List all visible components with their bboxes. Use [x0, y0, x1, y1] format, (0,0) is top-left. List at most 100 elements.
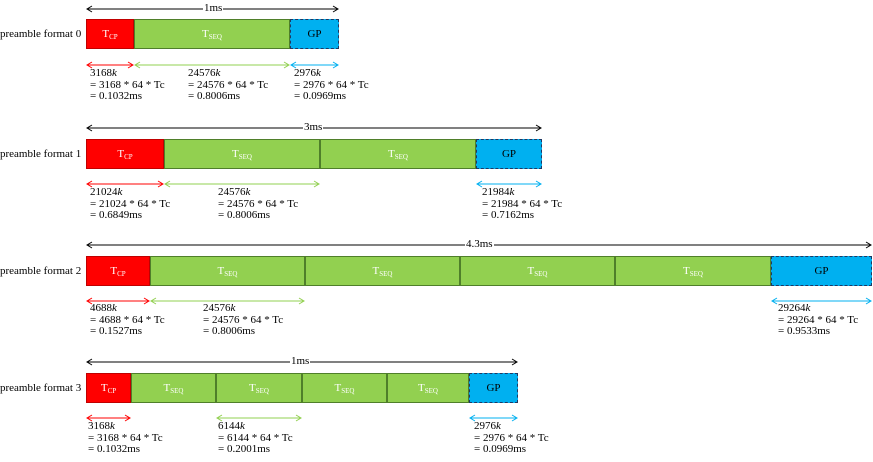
- k-unit: k: [117, 186, 123, 198]
- note-result: = 0.2001ms: [218, 443, 271, 455]
- block-label: T: [418, 382, 425, 394]
- note-formula: = 24576 * 64 * Tc: [218, 197, 299, 210]
- note-formula: = 24576 * 64 * Tc: [188, 78, 269, 91]
- note-result: = 0.9533ms: [778, 325, 831, 337]
- sample-count: 21984: [482, 186, 510, 198]
- sample-count: 4688: [90, 302, 112, 314]
- note-value: 21024k: [90, 186, 170, 199]
- note-seq: 24576k= 24576 * 64 * Tc= 0.8006ms: [203, 302, 284, 338]
- duration-label: 1ms: [203, 2, 224, 14]
- note-value: 2976k: [474, 420, 549, 433]
- format-label: preamble format 1: [0, 148, 82, 160]
- block-sublabel: SEQ: [424, 387, 438, 395]
- k-unit: k: [245, 186, 251, 198]
- k-unit: k: [112, 67, 117, 79]
- sample-count: 24576: [188, 67, 216, 79]
- span-arrow-gp: [290, 61, 339, 69]
- format-label: preamble format 3: [0, 382, 82, 394]
- block-label: T: [100, 382, 108, 394]
- duration-label: 1ms: [290, 355, 311, 367]
- note-result: = 0.7162ms: [482, 209, 535, 221]
- sample-count: 3168: [90, 67, 112, 79]
- note-result: = 0.6849ms: [90, 209, 143, 221]
- duration-label: 3ms: [303, 121, 324, 133]
- block-label: T: [102, 28, 110, 40]
- k-unit: k: [215, 67, 221, 79]
- sample-count: 24576: [218, 186, 246, 198]
- note-value: 6144k: [218, 420, 293, 433]
- block-label: T: [372, 265, 380, 277]
- block-label: T: [388, 148, 395, 160]
- sample-count: 24576: [203, 302, 231, 314]
- block-sublabel: CP: [109, 33, 118, 41]
- note-formula: = 24576 * 64 * Tc: [203, 313, 284, 326]
- block-label: T: [249, 382, 256, 394]
- note-value: 24576k: [203, 302, 283, 315]
- note-gp: 2976k= 2976 * 64 * Tc= 0.0969ms: [474, 420, 549, 456]
- block-sublabel: SEQ: [170, 387, 184, 395]
- note-formula: = 29264 * 64 * Tc: [778, 313, 859, 326]
- note-value: 4688k: [90, 302, 165, 315]
- span-arrow-gp: [476, 180, 542, 188]
- span-arrow-seq: [216, 414, 302, 422]
- block-sublabel: SEQ: [255, 387, 269, 395]
- block-label: GP: [501, 148, 517, 160]
- k-unit: k: [316, 67, 321, 79]
- block-sublabel: SEQ: [534, 270, 548, 278]
- span-arrow-seq: [134, 61, 290, 69]
- note-result: = 0.0969ms: [294, 90, 347, 102]
- note-result: = 0.0969ms: [474, 443, 527, 455]
- block-sublabel: SEQ: [379, 270, 393, 278]
- k-unit: k: [240, 420, 245, 432]
- block-sublabel: SEQ: [341, 387, 355, 395]
- block-sublabel: CP: [117, 270, 126, 278]
- block-sublabel: CP: [107, 387, 117, 395]
- note-cp: 3168k= 3168 * 64 * Tc= 0.1032ms: [90, 67, 165, 103]
- k-unit: k: [805, 302, 811, 314]
- block-sublabel: SEQ: [689, 270, 703, 278]
- note-result: = 0.1032ms: [90, 90, 143, 102]
- span-arrow-cp: [86, 414, 131, 422]
- sample-count: 29264: [778, 302, 806, 314]
- format-label: preamble format 2: [0, 265, 82, 277]
- block-label: GP: [486, 382, 501, 394]
- note-value: 24576k: [188, 67, 268, 80]
- note-seq: 24576k= 24576 * 64 * Tc= 0.8006ms: [188, 67, 269, 103]
- block-label: GP: [814, 265, 829, 277]
- span-arrow-cp: [86, 297, 150, 305]
- note-value: 2976k: [294, 67, 369, 80]
- block-label: T: [163, 382, 171, 394]
- block-gp: GP: [771, 256, 872, 286]
- note-cp: 21024k= 21024 * 64 * Tc= 0.6849ms: [90, 186, 171, 222]
- k-unit: k: [509, 186, 515, 198]
- block-label: T: [232, 148, 239, 160]
- note-cp: 3168k= 3168 * 64 * Tc= 0.1032ms: [88, 420, 163, 456]
- block-gp: GP: [469, 373, 518, 403]
- block-gp: GP: [290, 19, 339, 49]
- note-formula: = 21024 * 64 * Tc: [90, 197, 171, 210]
- k-unit: k: [230, 302, 236, 314]
- note-cp: 4688k= 4688 * 64 * Tc= 0.1527ms: [90, 302, 165, 338]
- note-seq: 6144k= 6144 * 64 * Tc= 0.2001ms: [218, 420, 293, 456]
- block-sublabel: SEQ: [238, 153, 252, 161]
- note-value: 21984k: [482, 186, 562, 199]
- format-label: preamble format 0: [0, 28, 82, 40]
- sample-count: 6144: [218, 420, 240, 432]
- note-result: = 0.8006ms: [218, 209, 271, 221]
- note-formula: = 2976 * 64 * Tc: [474, 431, 549, 444]
- block-sublabel: SEQ: [394, 153, 408, 161]
